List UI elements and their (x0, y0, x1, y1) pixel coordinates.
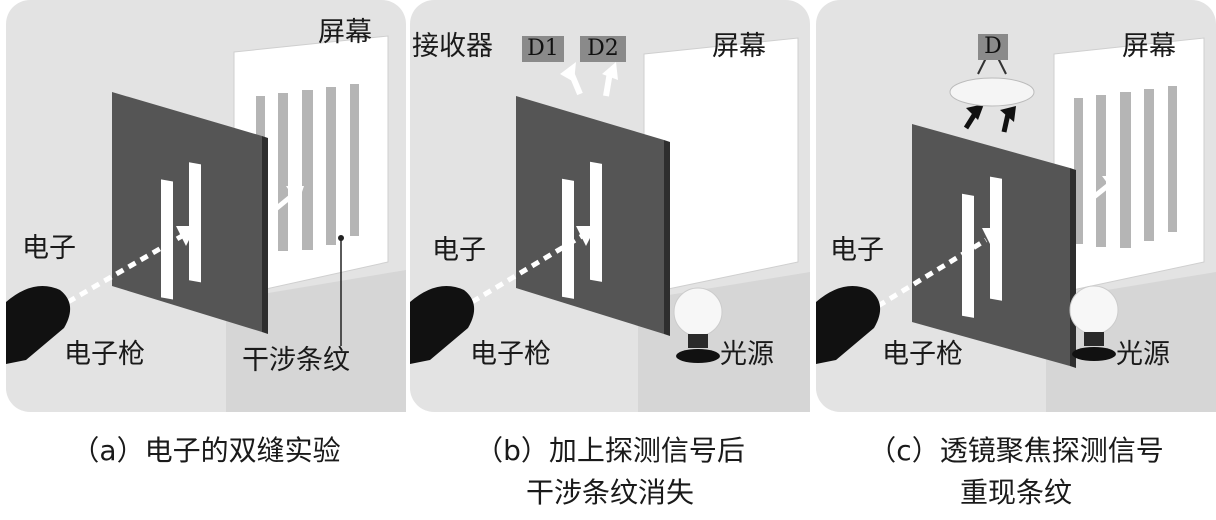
panel-c-slit-left (962, 193, 974, 318)
panel-b-detector-d1: D1 (522, 36, 564, 62)
panel-b-screen-label: 屏幕 (712, 31, 766, 62)
panel-c-illustration (816, 0, 1216, 412)
panel-a-beam-arrow (176, 226, 196, 246)
fringe (278, 93, 288, 251)
panel-b-light-label: 光源 (720, 339, 774, 370)
fringe (1120, 92, 1131, 248)
panel-b-slit-left (562, 178, 574, 299)
panel-a-electron-gun (6, 286, 71, 364)
panel-a: 屏幕 电子 电子枪 干涉条纹 (6, 0, 406, 412)
caption-b-line1: （b）加上探测信号后 (475, 434, 745, 467)
panel-b-receiver-label: 接收器 (412, 31, 493, 62)
panel-c-detector-d: D (978, 34, 1008, 60)
panel-b-electron-label: 电子 (432, 235, 486, 266)
panel-a-floor-shadow (226, 270, 406, 412)
caption-a-line1: （a）电子的双缝实验 (71, 434, 341, 467)
panel-c-electron-beam (876, 237, 988, 309)
panel-a-slit-left (161, 179, 173, 300)
panel-c-light-bulb-icon (1069, 285, 1119, 361)
panel-c-lens (949, 77, 1035, 107)
panel-b-gun-label: 电子枪 (470, 339, 551, 370)
panel-a-electron-label: 电子 (22, 233, 76, 264)
fringe (350, 84, 359, 236)
panel-b-illustration (410, 0, 810, 412)
panel-b: 接收器 D1 D2 屏幕 电子 电子枪 光源 (410, 0, 810, 412)
panel-c: D 屏幕 电子 电子枪 光源 (816, 0, 1216, 412)
panel-a-slit-plate (112, 92, 262, 332)
panel-c-gun-label: 电子枪 (882, 339, 963, 370)
panel-c-light-label: 光源 (1116, 339, 1170, 370)
panel-a-gun-label: 电子枪 (64, 339, 145, 370)
panel-a-fringe-label: 干涉条纹 (242, 345, 350, 376)
panel-a-illustration (6, 0, 406, 412)
panel-a-electron-beam (66, 233, 184, 305)
panel-c-signal-arrow-2 (1001, 113, 1011, 133)
fringe (326, 87, 336, 245)
fringe (1096, 95, 1106, 247)
panel-c-electron-label: 电子 (830, 235, 884, 266)
caption-b: （b）加上探测信号后 干涉条纹消失 (410, 430, 810, 514)
panel-a-screen-label: 屏幕 (318, 17, 372, 48)
fringe (1074, 98, 1083, 244)
fringe (1144, 89, 1154, 241)
panel-b-detector-d2: D2 (580, 36, 626, 62)
fringe (1168, 86, 1177, 232)
panel-a-slit-right (189, 162, 201, 283)
panel-b-electron-beam (470, 233, 584, 305)
panel-b-light-bulb-icon (673, 287, 723, 363)
caption-b-line2: 干涉条纹消失 (525, 476, 694, 509)
panel-c-screen-label: 屏幕 (1122, 31, 1176, 62)
caption-c-line1: （c）透镜聚焦探测信号 (868, 434, 1164, 467)
fringe (302, 90, 313, 250)
panel-b-electron-gun (410, 286, 475, 364)
caption-c-line2: 重现条纹 (959, 476, 1072, 509)
panel-b-slit-right (590, 161, 602, 282)
caption-c: （c）透镜聚焦探测信号 重现条纹 (816, 430, 1216, 514)
panel-c-interference-fringes (1074, 86, 1177, 248)
panel-a-transmitted-arrow (270, 192, 296, 214)
panel-c-electron-gun (816, 286, 881, 364)
caption-a: （a）电子的双缝实验 (6, 430, 406, 472)
